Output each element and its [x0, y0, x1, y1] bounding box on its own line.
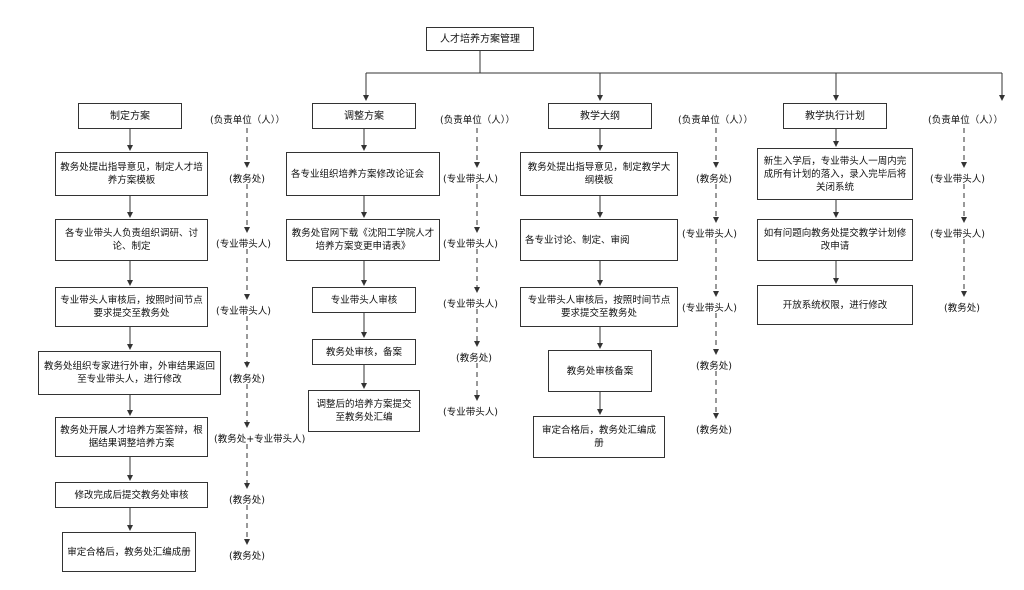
responsibility-label: (专业带头人) — [930, 229, 985, 240]
process-step: 开放系统权限，进行修改 — [757, 285, 913, 325]
responsibility-label: (教务处) — [456, 353, 492, 364]
column-header: 制定方案 — [78, 103, 182, 129]
process-step: 教务处审核，备案 — [312, 339, 416, 365]
process-step: 教务处开展人才培养方案答辩，根据结果调整培养方案 — [55, 417, 208, 457]
responsibility-label: (专业带头人) — [216, 239, 271, 250]
process-step: 教务处审核备案 — [548, 350, 652, 392]
responsibility-label: (教务处) — [696, 361, 732, 372]
process-step: 各专业讨论、制定、审阅 — [520, 219, 678, 261]
responsibility-label: (专业带头人) — [443, 174, 498, 185]
responsibility-header: (负责单位（人）） — [678, 115, 753, 126]
process-step: 新生入学后，专业带头人一周内完成所有计划的落入，录入完毕后将关闭系统 — [757, 148, 913, 200]
column-header: 教学执行计划 — [783, 103, 887, 129]
responsibility-label: (专业带头人) — [443, 239, 498, 250]
responsibility-header: (负责单位（人）） — [440, 115, 515, 126]
responsibility-label: (专业带头人) — [682, 303, 737, 314]
responsibility-label: (专业带头人) — [216, 306, 271, 317]
process-step: 教务处提出指导意见，制定教学大纲模板 — [520, 152, 678, 196]
responsibility-label: (教务处) — [229, 374, 265, 385]
process-step: 专业带头人审核后，按照时间节点要求提交至教务处 — [55, 287, 208, 327]
process-step: 各专业组织培养方案修改论证会 — [286, 152, 440, 196]
responsibility-label: (专业带头人) — [443, 407, 498, 418]
responsibility-label: (专业带头人) — [682, 229, 737, 240]
responsibility-label: (教务处) — [696, 425, 732, 436]
responsibility-label: (教务处) — [229, 174, 265, 185]
responsibility-label: (教务处+专业带头人) — [214, 434, 306, 445]
process-step: 如有问题向教务处提交教学计划修改申请 — [757, 219, 913, 261]
responsibility-header: (负责单位（人）） — [928, 115, 1003, 126]
process-step: 专业带头人审核 — [312, 287, 416, 313]
responsibility-label: (专业带头人) — [443, 299, 498, 310]
column-header: 教学大纲 — [548, 103, 652, 129]
process-step: 修改完成后提交教务处审核 — [55, 482, 208, 508]
responsibility-label: (教务处) — [944, 303, 980, 314]
responsibility-label: (教务处) — [229, 551, 265, 562]
responsibility-label: (教务处) — [229, 495, 265, 506]
column-header: 调整方案 — [312, 103, 416, 129]
process-step: 教务处组织专家进行外审，外审结果返回至专业带头人，进行修改 — [38, 351, 221, 395]
process-step: 各专业带头人负责组织调研、讨论、制定 — [55, 219, 208, 261]
process-step: 审定合格后，教务处汇编成册 — [62, 532, 196, 572]
responsibility-label: (教务处) — [696, 174, 732, 185]
process-step: 专业带头人审核后，按照时间节点要求提交至教务处 — [520, 287, 678, 327]
process-step: 审定合格后，教务处汇编成册 — [533, 416, 665, 458]
root-title: 人才培养方案管理 — [426, 27, 534, 51]
responsibility-label: (专业带头人) — [930, 174, 985, 185]
process-step: 教务处提出指导意见，制定人才培养方案模板 — [55, 152, 208, 196]
responsibility-header: (负责单位（人）） — [210, 115, 285, 126]
process-step: 调整后的培养方案提交至教务处汇编 — [308, 390, 420, 432]
process-step: 教务处官网下载《沈阳工学院人才培养方案变更申请表》 — [286, 219, 440, 261]
